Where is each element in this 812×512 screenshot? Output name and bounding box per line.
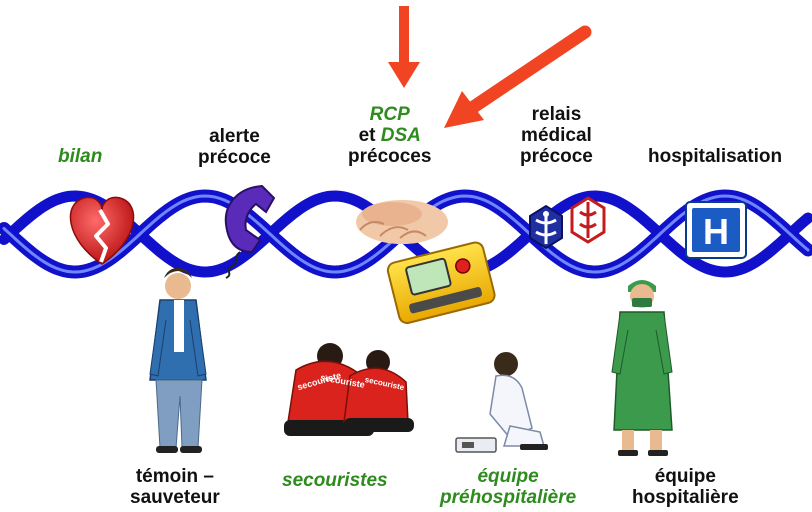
label-alerte-line2: précoce: [198, 147, 271, 168]
label-relais-line1: relais: [531, 104, 582, 125]
label-prehosp-line1: équipe: [477, 466, 539, 487]
label-rcp-dsa: RCP et DSA précoces: [348, 104, 431, 167]
label-bilan-text: bilan: [58, 146, 103, 167]
label-hospitalisation-text: hospitalisation: [648, 146, 783, 167]
defibrillator-icon: [386, 241, 496, 324]
label-temoin-sauveteur: témoin – sauveteur: [130, 466, 220, 508]
diagonal-arrow: [444, 25, 592, 128]
cpr-hands-icon: [356, 200, 448, 244]
label-relais-line2: médical: [521, 125, 592, 146]
label-bilan: bilan: [58, 146, 102, 167]
label-temoin-line1: témoin –: [135, 466, 214, 487]
medical-relay-icon: [529, 196, 606, 250]
telephone-icon: [224, 184, 276, 279]
witness-figure: [149, 268, 207, 453]
label-hosp-line1: équipe: [654, 466, 716, 487]
label-rcp: RCP: [369, 104, 410, 125]
label-et: et: [358, 125, 376, 146]
label-secouristes-text: secouristes: [282, 470, 388, 491]
label-prehosp-line2: préhospitalière: [440, 487, 577, 508]
prehospital-medic-figure: [455, 352, 548, 453]
label-hospitalisation: hospitalisation: [648, 146, 782, 167]
label-temoin-line2: sauveteur: [130, 487, 220, 508]
label-equipe-prehospitaliere: équipe préhospitalière: [440, 466, 576, 508]
label-hosp-line2: hospitalière: [632, 487, 739, 508]
broken-heart-icon: [69, 196, 135, 265]
label-relais-line3: précoce: [520, 146, 593, 167]
red-arrows: [388, 6, 592, 128]
hospital-sign-icon: H: [685, 201, 747, 259]
hospital-sign-letter: H: [703, 211, 729, 252]
label-equipe-hospitaliere: équipe hospitalière: [632, 466, 739, 508]
hospital-staff-figure: [611, 280, 673, 456]
label-alerte-precoce: alerte précoce: [198, 126, 271, 168]
label-alerte-line1: alerte: [209, 126, 260, 147]
label-secouristes: secouristes: [282, 470, 388, 491]
label-relais-medical: relais médical précoce: [520, 104, 593, 167]
label-precoces: précoces: [348, 146, 432, 167]
label-et-dsa-line: et DSA: [348, 125, 431, 146]
label-dsa: DSA: [380, 125, 421, 146]
vertical-arrow: [388, 6, 420, 88]
rescuers-figure: secouriste secouriste secouriste: [284, 343, 414, 436]
